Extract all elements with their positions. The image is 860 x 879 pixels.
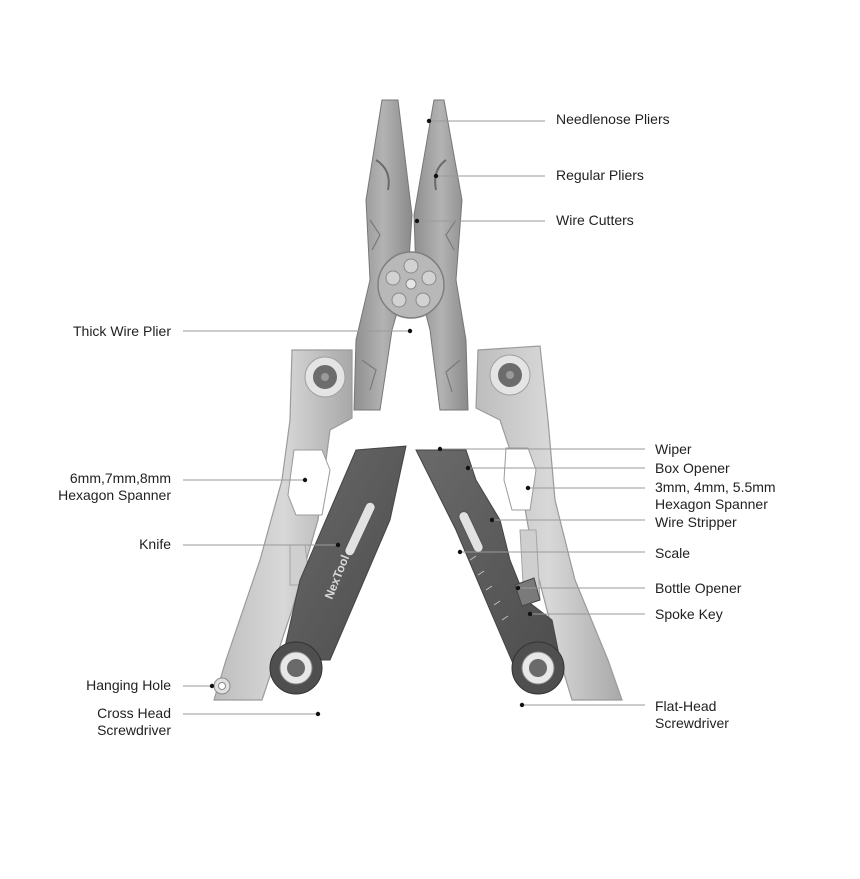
label-thick-wire-plier: Thick Wire Plier [72, 323, 171, 339]
leader-lines [183, 120, 645, 715]
label-hanging-hole: Hanging Hole [86, 677, 171, 693]
label-wire-stripper: Wire Stripper [655, 514, 737, 530]
label-needlenose-pliers: Needlenose Pliers [556, 111, 670, 127]
left-lower-screw [269, 641, 323, 695]
right-lower-screw [511, 641, 565, 695]
left-upper-screw [304, 356, 346, 398]
label-regular-pliers: Regular Pliers [556, 167, 644, 183]
label-wiper: Wiper [655, 441, 692, 457]
knife-blade: NexTool [281, 445, 407, 661]
pivot-disc [377, 251, 445, 319]
leader-dots [209, 118, 533, 717]
label-scale: Scale [655, 545, 691, 561]
left-handle [213, 349, 353, 701]
label-wire-cutters: Wire Cutters [556, 212, 634, 228]
label-knife: Knife [139, 536, 171, 552]
label-box-opener: Box Opener [655, 460, 730, 476]
right-upper-screw [489, 354, 531, 396]
scale-tool-blade [415, 449, 561, 681]
plier-jaws [353, 99, 469, 411]
label-bottle-opener: Bottle Opener [655, 580, 742, 596]
label-spoke-key: Spoke Key [655, 606, 723, 622]
hanging-hole [213, 677, 231, 695]
